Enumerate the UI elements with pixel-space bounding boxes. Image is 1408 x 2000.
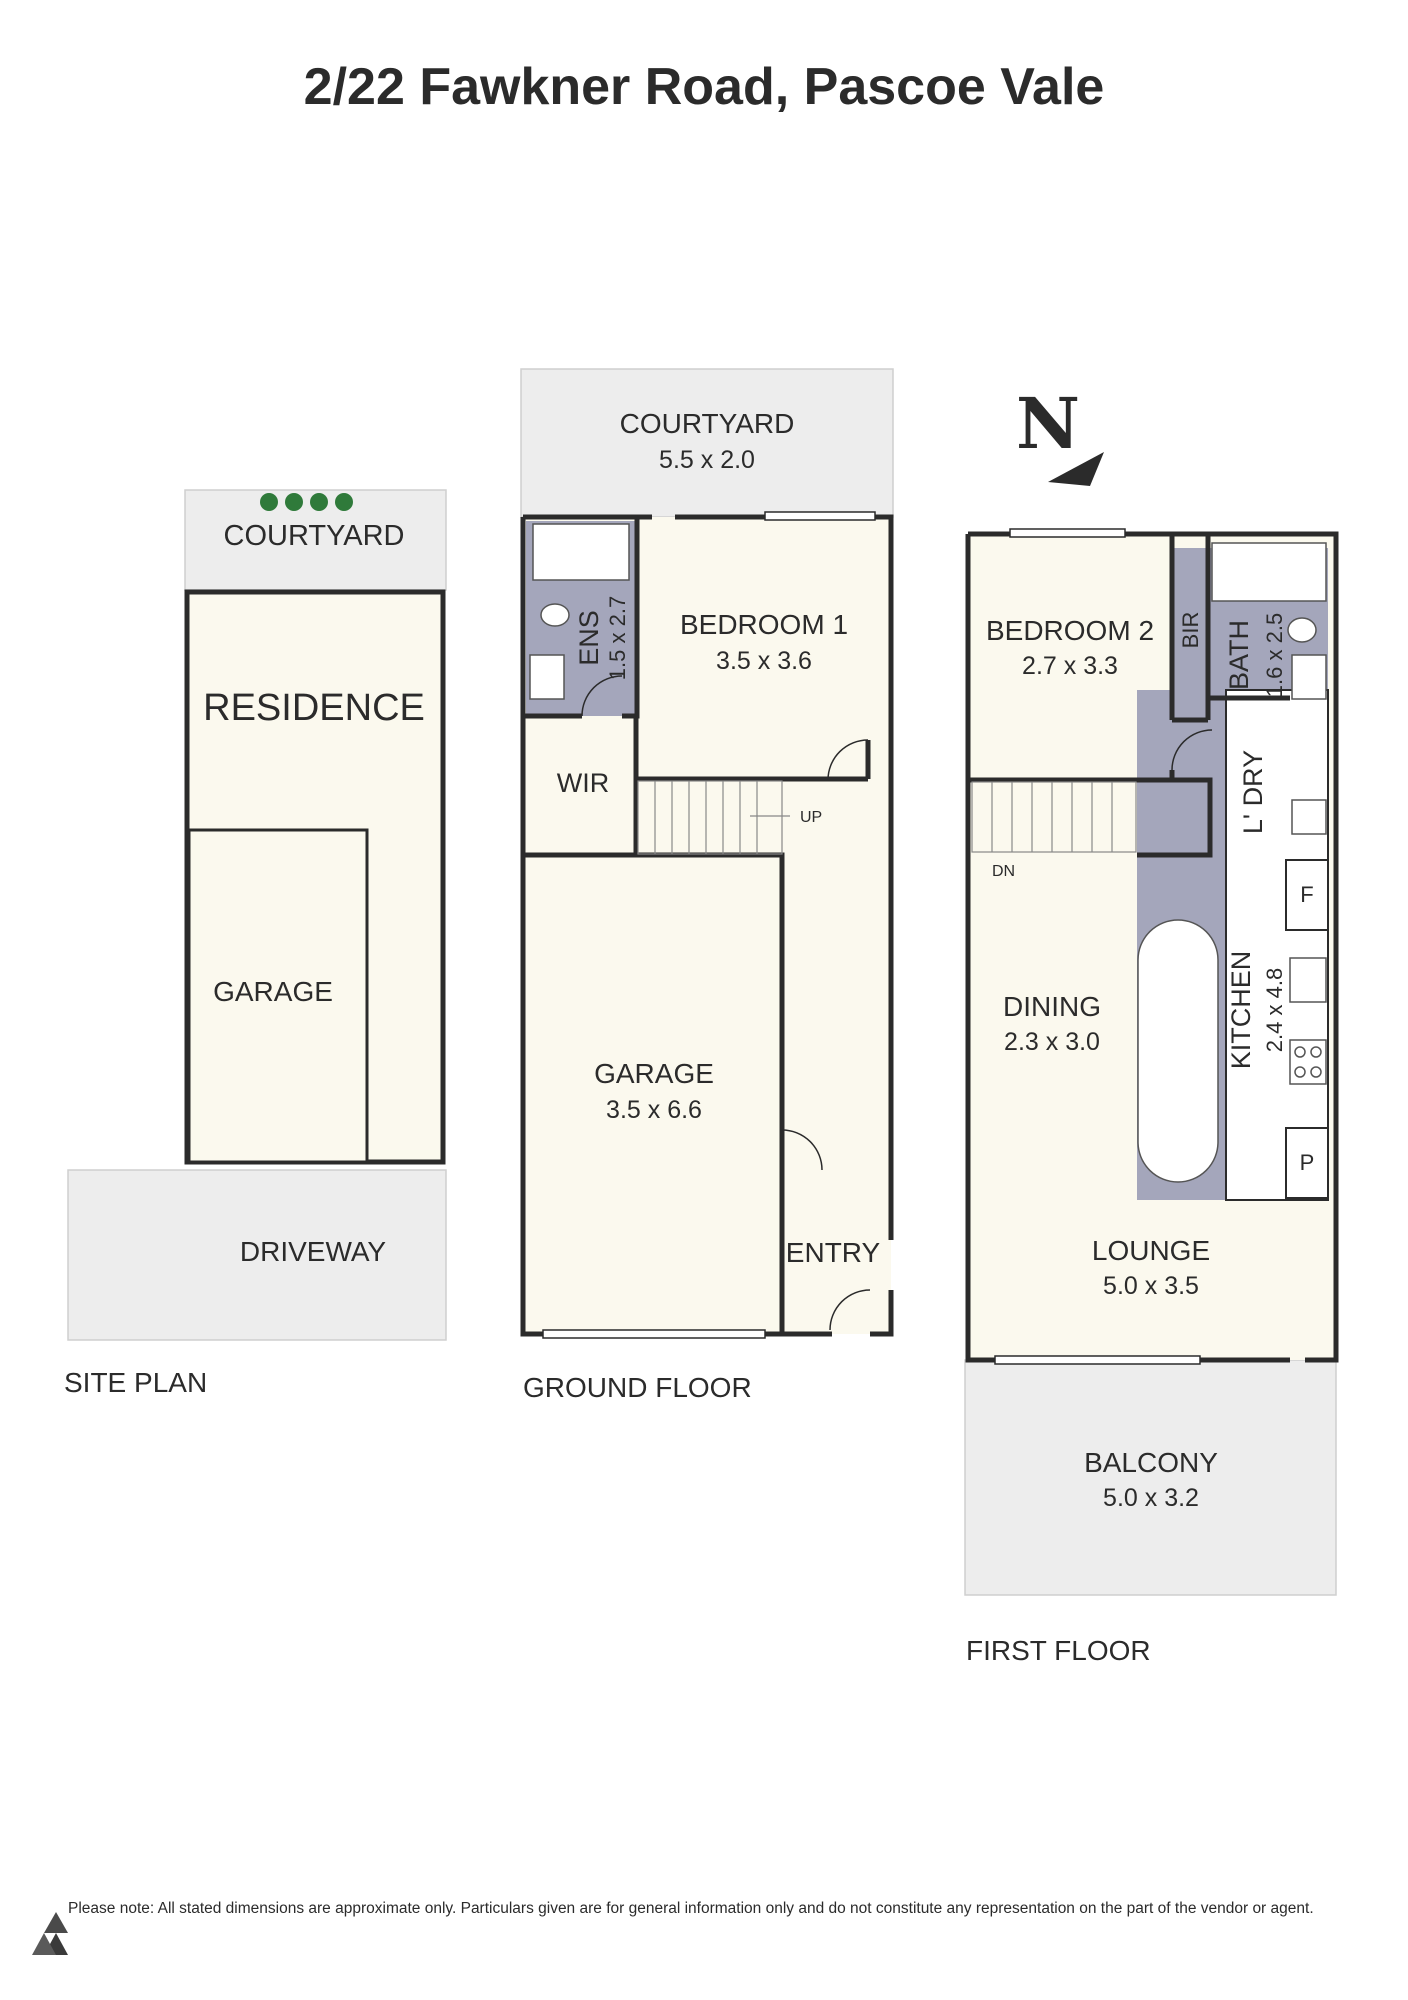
tree-icon <box>260 493 278 511</box>
ensuite-door[interactable] <box>581 675 623 717</box>
compass-north-label: N <box>1016 382 1080 465</box>
kitchen-label: KITCHEN <box>1226 951 1256 1070</box>
first-stairs-dn-label: DN <box>992 863 1015 880</box>
company-logo-icon <box>32 1912 68 1955</box>
first-floor: DN N BEDROOM 2 2.7 x 3.3 BIR BATH 1.6 x … <box>964 382 1339 1666</box>
garage-door-window <box>542 1329 766 1339</box>
ensuite-label: ENS <box>574 610 604 666</box>
ground-courtyard-dims: 5.5 x 2.0 <box>659 446 755 474</box>
ensuite-basin-fixture <box>529 654 565 700</box>
laundry-label: L' DRY <box>1238 750 1268 834</box>
entry-label: ENTRY <box>786 1237 881 1268</box>
kitchen-dims: 2.4 x 4.8 <box>1262 968 1287 1052</box>
lounge-label: LOUNGE <box>1092 1235 1210 1266</box>
first-floor-walls <box>965 531 1339 1363</box>
bedroom1-dims: 3.5 x 3.6 <box>716 647 812 675</box>
ground-floor-caption: GROUND FLOOR <box>523 1372 752 1403</box>
ground-stairs-up-label: UP <box>800 809 822 826</box>
site-garage-outline <box>187 828 369 1164</box>
ensuite-shower-fixture <box>532 523 630 581</box>
wir-label: WIR <box>557 768 609 798</box>
garage-label: GARAGE <box>594 1058 714 1089</box>
first-floor-caption: FIRST FLOOR <box>966 1635 1151 1666</box>
site-driveway-area <box>67 1169 447 1341</box>
balcony-label: BALCONY <box>1084 1447 1218 1478</box>
garage-dims: 3.5 x 6.6 <box>606 1096 702 1124</box>
ground-floor: UP COURTYARD 5.5 x 2.0 BEDROOM 1 3.5 x 3… <box>520 368 894 1403</box>
tree-icon <box>335 493 353 511</box>
site-courtyard-label: COURTYARD <box>224 520 405 552</box>
bath-toilet-fixture <box>1287 617 1317 643</box>
ensuite-dims: 1.5 x 2.7 <box>605 596 630 680</box>
dining-dims: 2.3 x 3.0 <box>1004 1028 1100 1056</box>
property-address-title: 2/22 Fawkner Road, Pascoe Vale <box>304 58 1105 116</box>
site-residence-label: RESIDENCE <box>203 687 425 729</box>
bedroom1-door[interactable] <box>827 739 869 781</box>
laundry-sink-icon <box>1291 799 1327 835</box>
entry-front-door[interactable] <box>829 1289 871 1331</box>
site-driveway-label: DRIVEWAY <box>240 1236 387 1267</box>
bedroom2-door[interactable] <box>1171 729 1213 771</box>
kitchen-bench <box>1225 689 1329 1201</box>
site-garage-label: GARAGE <box>213 976 333 1007</box>
door-swings[interactable] <box>581 675 871 1331</box>
first-stairs <box>971 781 1137 853</box>
garage-internal-door[interactable] <box>781 1129 823 1171</box>
bath-dims: 1.6 x 2.5 <box>1262 613 1287 697</box>
pantry-label: P <box>1300 1150 1315 1175</box>
site-plan: COURTYARD RESIDENCE GARAGE DRIVEWAY SITE… <box>64 489 447 1398</box>
tree-icon <box>285 493 303 511</box>
bedroom1-label: BEDROOM 1 <box>680 609 848 640</box>
bedroom2-dims: 2.7 x 3.3 <box>1022 652 1118 680</box>
balcony-dims: 5.0 x 3.2 <box>1103 1484 1199 1512</box>
ensuite-toilet-fixture <box>540 603 570 627</box>
tree-icon <box>310 493 328 511</box>
bedroom1-window <box>764 511 876 521</box>
compass-arrow-icon <box>1048 452 1104 486</box>
ground-courtyard-label: COURTYARD <box>620 408 795 439</box>
ground-floor-walls <box>520 514 894 1337</box>
fridge-label: F <box>1300 882 1313 907</box>
bedroom2-label: BEDROOM 2 <box>986 615 1154 646</box>
bath-label: BATH <box>1224 620 1254 690</box>
dining-label: DINING <box>1003 991 1101 1022</box>
bath-basin-fixture <box>1291 654 1327 700</box>
kitchen-sink-icon <box>1289 957 1327 1003</box>
bedroom2-window <box>1009 528 1126 538</box>
ground-stairs <box>637 780 790 855</box>
balcony-sliding-door[interactable] <box>994 1355 1201 1365</box>
cooktop-icon <box>1289 1039 1327 1085</box>
north-arrow-icon: N <box>1016 382 1104 486</box>
disclaimer-text: Please note: All stated dimensions are a… <box>68 1900 1314 1917</box>
bir-label: BIR <box>1178 612 1203 649</box>
lounge-dims: 5.0 x 3.5 <box>1103 1272 1199 1300</box>
kitchen-island <box>1137 919 1219 1183</box>
bath-tub-fixture <box>1211 542 1327 602</box>
fridge-space <box>1285 859 1329 931</box>
ground-courtyard-area <box>520 368 894 518</box>
site-plan-caption: SITE PLAN <box>64 1367 207 1398</box>
tree-icons <box>260 493 353 511</box>
pantry-cupboard[interactable] <box>1285 1127 1329 1199</box>
